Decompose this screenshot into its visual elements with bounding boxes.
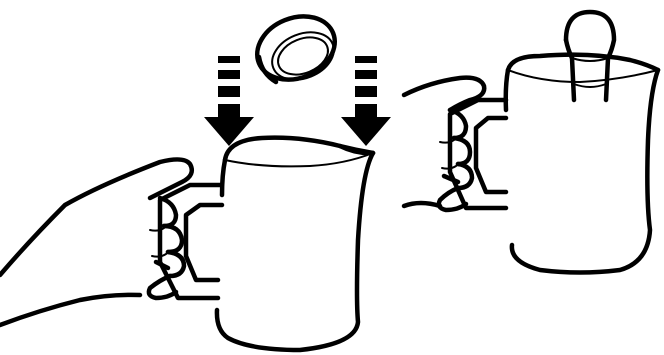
down-arrow-left	[204, 56, 254, 146]
hand-right	[404, 78, 484, 210]
panel-right	[404, 12, 658, 273]
panel-left	[0, 5, 391, 350]
hand-left	[0, 159, 192, 325]
down-arrow-right	[341, 56, 391, 146]
round-disc	[248, 5, 345, 91]
